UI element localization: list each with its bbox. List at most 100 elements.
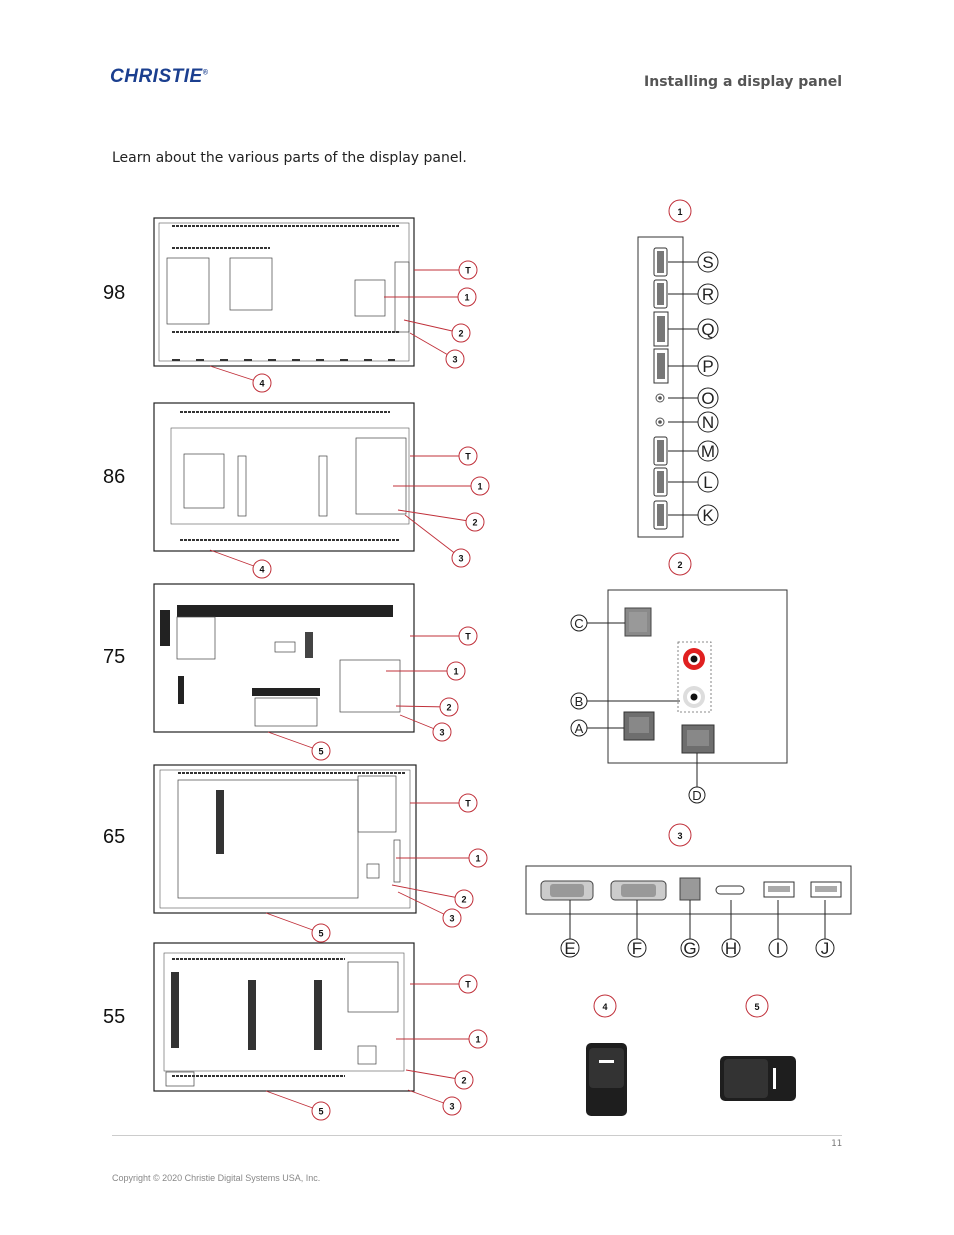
- callout-leader-line: [404, 514, 462, 559]
- port-letter-j: J: [821, 939, 830, 958]
- callout-marker: [442, 908, 462, 928]
- copyright-notice: Copyright © 2020 Christie Digital System…: [112, 1173, 321, 1183]
- callout-label: 2: [461, 1076, 466, 1086]
- callout-marker: [468, 1029, 488, 1049]
- callout-marker: [311, 1101, 331, 1121]
- port-letter-q: Q: [701, 320, 714, 339]
- callout-label: T: [465, 452, 471, 462]
- callout-label: 3: [452, 355, 457, 365]
- callout-leader-line: [265, 912, 322, 934]
- port-letter-g: G: [683, 939, 696, 958]
- callout-label: 2: [472, 518, 477, 528]
- callout-marker: [311, 741, 331, 761]
- power-switch-panel-5: 5: [720, 994, 796, 1101]
- port-letter-marker: [627, 938, 647, 958]
- callout-marker: [458, 626, 478, 646]
- callout-marker: [445, 349, 465, 369]
- callout-marker: [458, 260, 478, 280]
- callout-marker: [451, 323, 471, 343]
- callout-marker: [252, 373, 272, 393]
- callout-label: 3: [449, 1102, 454, 1112]
- model-65-rear-view: 65: [103, 764, 417, 914]
- callout-leader-line: [265, 1090, 322, 1112]
- model-label-55: 55: [103, 1006, 125, 1028]
- callout-label: 4: [259, 565, 264, 575]
- callout-leader-line: [405, 1069, 465, 1081]
- callout-label: 1: [453, 667, 458, 677]
- port-letter-b: B: [575, 694, 584, 709]
- port-letter-r: R: [702, 285, 714, 304]
- model-98-rear-view: 98: [103, 217, 415, 367]
- port-letter-s: S: [702, 253, 713, 272]
- port-letter-marker: [697, 387, 719, 409]
- callout-leader-line: [397, 509, 476, 523]
- panel-4-number: 4: [602, 1002, 607, 1012]
- logo-registered-mark: ®: [202, 69, 209, 77]
- port-letter-k: K: [702, 506, 714, 525]
- intro-paragraph: Learn about the various parts of the dis…: [112, 150, 467, 166]
- callout-label: 1: [475, 854, 480, 864]
- port-letter-p: P: [702, 357, 713, 376]
- model-75-rear-view: 75: [103, 583, 415, 733]
- callout-label: T: [465, 980, 471, 990]
- port-letter-marker: [680, 938, 700, 958]
- port-letter-marker: [560, 938, 580, 958]
- port-letter-marker: [697, 440, 719, 462]
- port-letter-i: I: [776, 939, 781, 958]
- port-letter-marker: [697, 471, 719, 493]
- model-55-rear-view: 55: [103, 942, 415, 1092]
- panel-3-number: 3: [677, 831, 682, 841]
- logo-text: CHRISTIE: [110, 66, 203, 87]
- callout-leader-line: [403, 319, 462, 334]
- callout-marker: [465, 512, 485, 532]
- model-label-86: 86: [103, 466, 125, 488]
- callout-marker: [442, 1096, 462, 1116]
- port-letter-marker: [697, 318, 719, 340]
- callout-marker: [454, 1070, 474, 1090]
- port-letter-h: H: [725, 939, 737, 958]
- callout-marker: [252, 559, 272, 579]
- port-letter-marker: [570, 614, 588, 632]
- callout-marker: [458, 793, 478, 813]
- callout-label: 3: [458, 554, 463, 564]
- callout-marker: [457, 287, 477, 307]
- callout-marker: [446, 661, 466, 681]
- callout-marker: [454, 889, 474, 909]
- port-letter-marker: [570, 692, 588, 710]
- port-letter-e: E: [564, 939, 575, 958]
- port-letter-marker: [768, 938, 788, 958]
- callout-marker: [458, 446, 478, 466]
- port-letter-marker: [815, 938, 835, 958]
- port-letter-f: F: [632, 939, 642, 958]
- port-letter-l: L: [703, 473, 712, 492]
- footer-rule: [112, 1135, 842, 1136]
- rj-port-g: [679, 877, 701, 901]
- port-letter-o: O: [701, 389, 714, 408]
- section-title: Installing a display panel: [644, 74, 842, 90]
- callout-marker: [468, 848, 488, 868]
- port-letter-marker: [697, 355, 719, 377]
- callout-label: 2: [461, 895, 466, 905]
- model-label-65: 65: [103, 826, 125, 848]
- callout-label: T: [465, 632, 471, 642]
- port-letter-marker: [721, 938, 741, 958]
- callout-marker: [432, 722, 452, 742]
- callout-marker: [439, 697, 459, 717]
- usb-c-port: [715, 885, 745, 895]
- callout-leader-line: [391, 884, 465, 900]
- callout-marker: [451, 548, 471, 568]
- callout-label: T: [465, 266, 471, 276]
- port-letter-marker: [697, 251, 719, 273]
- panel-2-number: 2: [677, 560, 682, 570]
- callout-label: 5: [318, 1107, 323, 1117]
- callout-marker: [311, 923, 331, 943]
- callout-label: 4: [259, 379, 264, 389]
- port-letter-m: M: [701, 442, 715, 461]
- model-label-75: 75: [103, 646, 125, 668]
- callout-leader-line: [397, 891, 453, 919]
